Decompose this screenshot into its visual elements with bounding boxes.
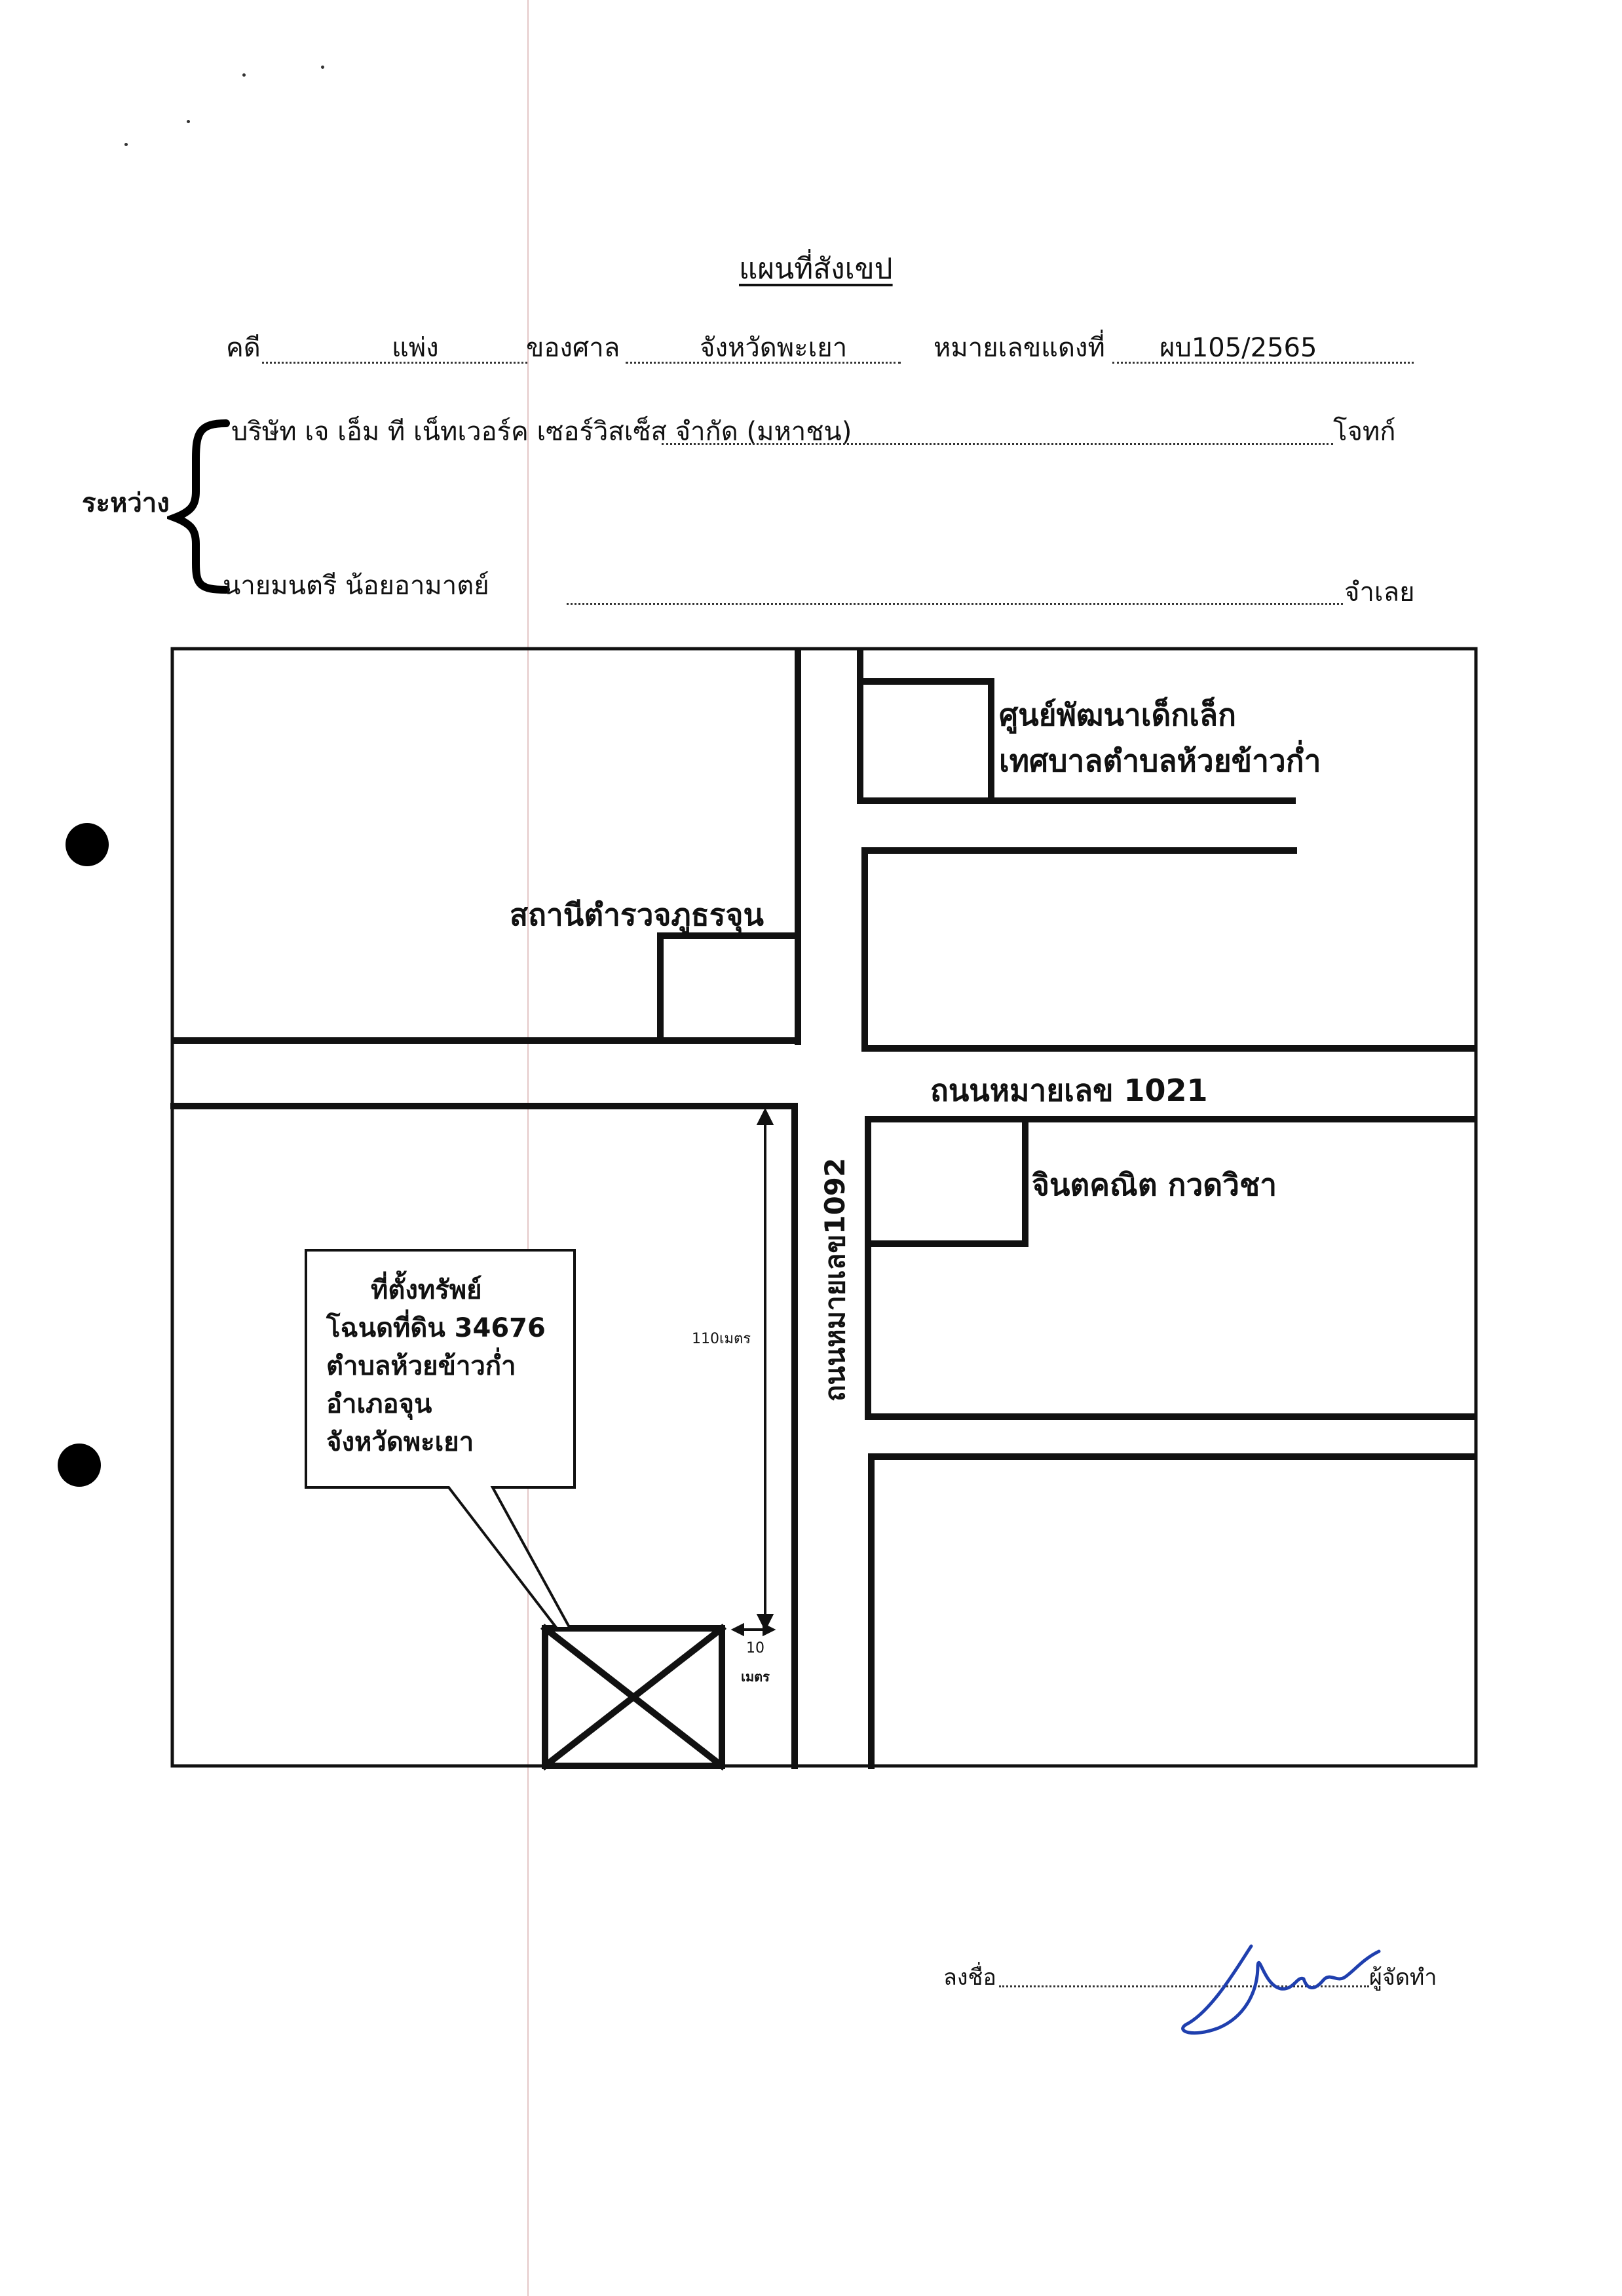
dotted-line: [1112, 362, 1414, 364]
red-number-label: หมายเลขแดงที่: [934, 333, 1105, 363]
between-label: ระหว่าง: [82, 488, 170, 518]
house-owner-label: จินตคณิต กวดวิชา: [1032, 1167, 1277, 1202]
scan-speck: [242, 73, 246, 77]
arrow-head: [756, 1107, 774, 1125]
punch-hole-top: [66, 823, 109, 866]
defendant-role: จำเลย: [1344, 577, 1415, 607]
scan-speck: [321, 66, 324, 69]
document-title: แผนที่สังเขป: [739, 252, 893, 286]
arrow-head: [763, 1622, 776, 1637]
dotted-line: [567, 603, 1343, 605]
dotted-line: [262, 362, 527, 364]
defendant-name: นายมนตรี น้อยอามาตย์: [223, 571, 489, 601]
case-type: แพ่ง: [392, 333, 439, 363]
sign-label: ลงชื่อ: [943, 1964, 996, 1991]
arrow-head: [756, 1614, 774, 1632]
property-callout-bubble: [305, 1249, 576, 1630]
road-1021-label: ถนนหมายเลข 1021: [930, 1073, 1208, 1108]
case-label: คดี: [226, 333, 261, 363]
property-callout-text: ที่ตั้งทรัพย์ โฉนดที่ดิน 34676 ตำบลห้วยข…: [326, 1271, 546, 1461]
childcare-label-line2: เทศบาลตำบลห้วยข้าวก่ำ: [999, 743, 1321, 778]
court-label: ของศาล: [526, 333, 620, 363]
dotted-line: [662, 443, 1333, 445]
property-box: [542, 1625, 725, 1769]
punch-hole-bottom: [58, 1444, 101, 1487]
signature-dotted-line: [999, 1985, 1369, 1987]
scan-speck: [124, 143, 128, 146]
handwritten-signature: [1181, 1944, 1381, 2035]
scan-speck: [187, 120, 190, 123]
dotted-line: [626, 362, 901, 364]
plaintiff-role: โจทก์: [1333, 417, 1396, 447]
callout-line-3: ตำบลห้วยข้าวก่ำ: [326, 1351, 516, 1381]
callout-line-2: โฉนดที่ดิน 34676: [326, 1313, 546, 1343]
map-border: [170, 647, 1478, 1768]
distance-110-label: 110เมตร: [692, 1331, 751, 1347]
signature-role: ผู้จัดทำ: [1369, 1964, 1437, 1991]
police-station-label: สถานีตำรวจภูธรจุน: [510, 897, 764, 932]
page-fold-line: [527, 0, 529, 2296]
distance-10-value: 10: [746, 1640, 764, 1656]
callout-line-4: อำเภอจุน: [326, 1389, 432, 1419]
distance-10-unit: เมตร: [741, 1669, 770, 1685]
callout-line-5: จังหวัดพะเยา: [326, 1427, 474, 1457]
callout-line-1: ที่ตั้งทรัพย์: [371, 1275, 482, 1305]
road-1092-label: ถนนหมายเลข1092: [819, 1157, 851, 1402]
court-name: จังหวัดพะเยา: [700, 333, 848, 363]
property-cross: [540, 1623, 727, 1771]
childcare-label-line1: ศูนย์พัฒนาเด็กเล็ก: [999, 697, 1236, 733]
curly-brace: [167, 419, 230, 594]
red-number-value: ผบ105/2565: [1160, 333, 1317, 363]
arrow-head: [730, 1622, 744, 1637]
plaintiff-name: บริษัท เจ เอ็ม ที เน็ทเวอร์ค เซอร์วิสเซ็…: [231, 417, 852, 447]
